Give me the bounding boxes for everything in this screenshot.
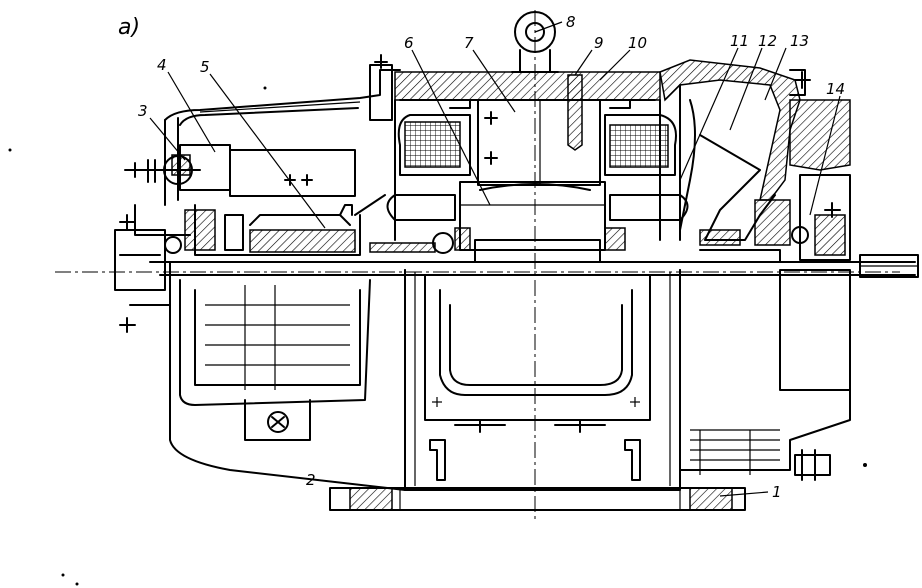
field-coils [397, 99, 677, 176]
stator-housing [169, 269, 851, 491]
eyebolt [511, 11, 559, 73]
stator-core-lower [424, 274, 651, 481]
callout-2: 2 [306, 471, 316, 489]
callout-10: 10 [628, 34, 647, 52]
callout-14: 14 [826, 80, 845, 98]
brush-holder [139, 144, 356, 197]
armature-core [369, 181, 689, 263]
right-end-lower [690, 429, 831, 481]
callout-3: 3 [138, 102, 148, 120]
leader-lines [149, 21, 841, 497]
callout-11: 11 [730, 32, 749, 50]
callout-12: 12 [758, 32, 777, 50]
base-feet [329, 487, 746, 511]
callout-13: 13 [790, 32, 809, 50]
callout-6: 6 [404, 34, 414, 52]
scan-specks [8, 86, 867, 586]
callout-5: 5 [200, 58, 210, 76]
commutator [184, 194, 386, 256]
callout-4: 4 [157, 56, 167, 74]
shaft [159, 254, 919, 278]
figure-label: а) [118, 15, 140, 40]
left-cover [164, 54, 401, 206]
stator-yoke [394, 71, 661, 241]
callout-1: 1 [772, 483, 782, 501]
callout-9: 9 [594, 34, 604, 52]
left-end-shield [179, 279, 371, 441]
callout-7: 7 [464, 34, 474, 52]
callout-8: 8 [566, 13, 576, 31]
